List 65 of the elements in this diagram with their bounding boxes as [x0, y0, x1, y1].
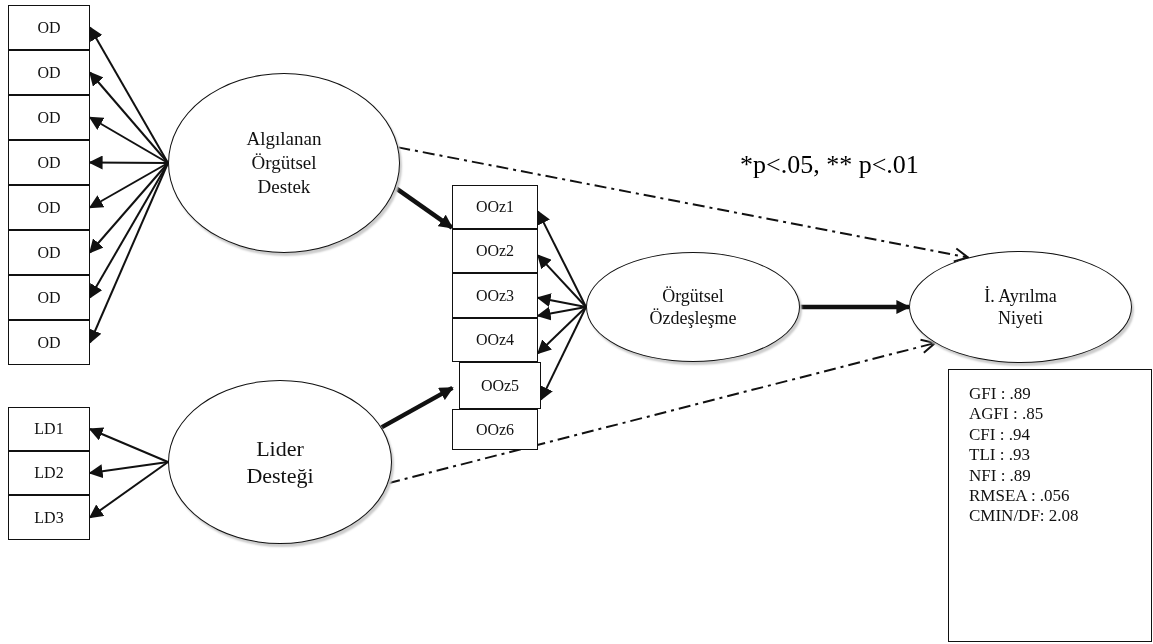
indicator-box: [8, 95, 90, 140]
fit-statistics-box: [948, 369, 1152, 642]
arrow: [88, 116, 169, 164]
node-label: OD: [37, 242, 61, 263]
node-label: Algılanan Örgütsel Destek: [245, 127, 323, 199]
node-label: OD: [37, 107, 61, 128]
fit-index: RMSEA : .056: [969, 486, 1070, 507]
indicator-box: [8, 140, 90, 185]
indicator-box: [8, 50, 90, 95]
node-label: OOz1: [475, 197, 515, 217]
arrow: [89, 162, 169, 254]
node-label: LD1: [34, 419, 64, 439]
arrow: [540, 306, 587, 401]
node-label: OOz6: [475, 419, 515, 440]
node-label: OD: [37, 62, 61, 83]
node-label: OD: [37, 152, 61, 173]
arrow: [537, 210, 587, 308]
arrow: [800, 300, 911, 314]
node-label: OOz2: [475, 241, 515, 261]
fit-index: TLI : .93: [969, 445, 1030, 466]
node-label: Örgütsel Özdeşleşme: [648, 284, 738, 330]
fit-index: CFI : .94: [969, 424, 1030, 446]
node-label: OOz5: [480, 375, 520, 396]
indicator-box: [452, 185, 538, 229]
indicator-box: [8, 451, 90, 495]
node-label: OD: [37, 332, 61, 353]
significance-note: *p<.05, ** p<.01: [740, 150, 919, 180]
indicator-box: [459, 362, 541, 409]
indicator-box: [8, 320, 90, 365]
arrow: [537, 306, 587, 355]
arrow: [88, 461, 169, 479]
indicator-box: [452, 409, 538, 450]
indicator-box: [8, 275, 90, 320]
arrow: [394, 185, 454, 230]
arrow: [88, 155, 169, 170]
arrow: [536, 306, 587, 321]
dashed-arrow: [397, 146, 970, 263]
node-label: OOz3: [475, 285, 515, 306]
node-label: LD2: [34, 463, 64, 483]
node-label: İ. Ayrılma Niyeti: [983, 284, 1058, 330]
arrow: [380, 385, 454, 430]
node-label: OD: [37, 197, 61, 218]
indicator-box: [452, 273, 538, 318]
indicator-box: [8, 407, 90, 451]
arrow: [537, 254, 587, 308]
indicator-box: [8, 230, 90, 275]
node-label: OD: [37, 17, 61, 38]
node-label: Lider Desteği: [245, 434, 315, 490]
indicator-box: [8, 495, 90, 540]
node-label: LD3: [34, 507, 64, 528]
fit-index: CMIN/DF: 2.08: [969, 506, 1079, 527]
indicator-box: [452, 229, 538, 273]
indicator-box: [8, 5, 90, 50]
fit-index: AGFI : .85: [969, 404, 1044, 425]
arrow: [88, 427, 169, 463]
dashed-arrow: [387, 338, 937, 485]
arrow: [88, 162, 169, 209]
node-label: OOz4: [475, 330, 515, 350]
indicator-box: [452, 318, 538, 362]
node-label: OD: [37, 287, 61, 308]
fit-index: GFI : .89: [969, 384, 1031, 405]
arrow: [89, 71, 169, 164]
arrow: [88, 461, 169, 519]
fit-index: NFI : .89: [969, 465, 1031, 487]
indicator-box: [8, 185, 90, 230]
